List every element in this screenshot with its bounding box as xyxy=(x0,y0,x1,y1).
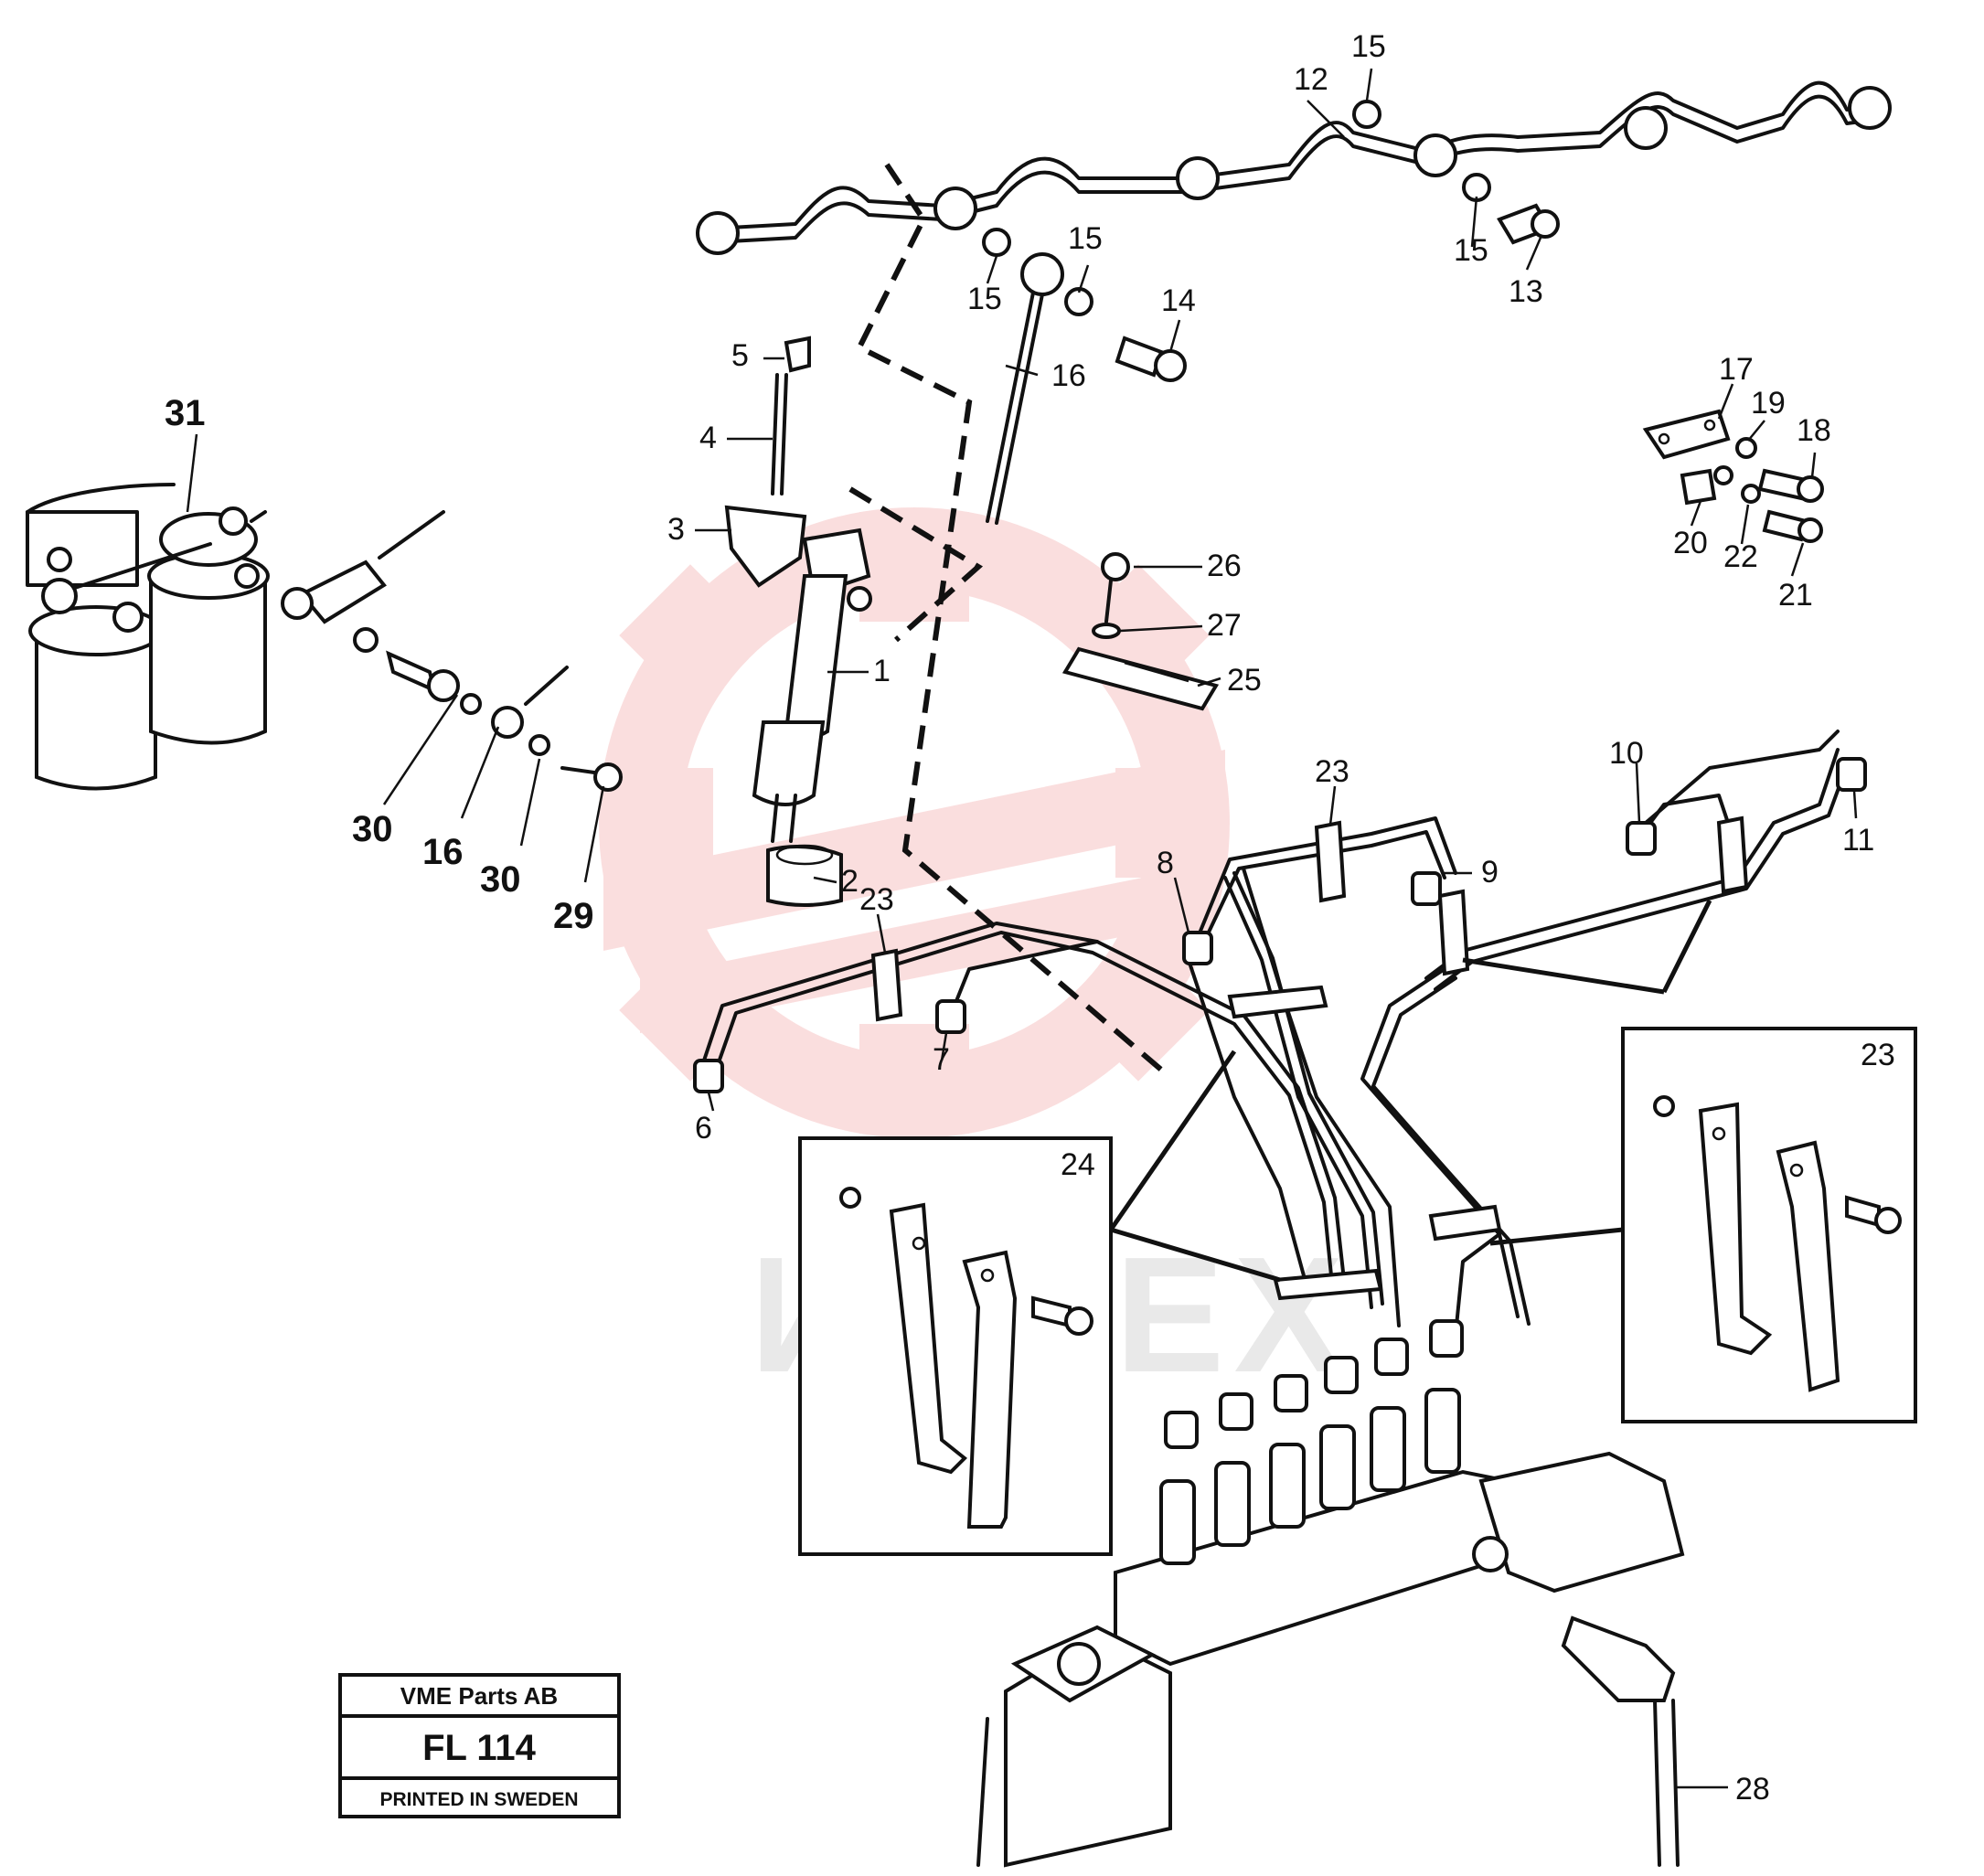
callout-17: 17 xyxy=(1719,352,1754,387)
title-block-code: FL 114 xyxy=(422,1728,537,1768)
callout-1: 1 xyxy=(873,654,891,688)
callout-29: 29 xyxy=(553,896,594,936)
callout-28: 28 xyxy=(1735,1772,1770,1807)
title-block: VME Parts AB FL 114 PRINTED IN SWEDEN xyxy=(338,1673,621,1818)
callout-30: 30 xyxy=(480,859,521,900)
callout-18: 18 xyxy=(1797,413,1831,448)
callout-3: 3 xyxy=(667,512,685,547)
callout-31: 31 xyxy=(165,393,206,433)
callout-20: 20 xyxy=(1673,526,1708,560)
injection-pipes xyxy=(693,730,1867,1449)
clamp-plate-25-27 xyxy=(1061,552,1220,711)
callout-10: 10 xyxy=(1609,736,1644,771)
injection-pump xyxy=(976,1388,1685,1868)
callout-23: 23 xyxy=(1861,1038,1895,1072)
callout-15: 15 xyxy=(1351,29,1386,64)
callout-16: 16 xyxy=(422,832,464,872)
detail-box-24 xyxy=(798,1136,1113,1556)
callout-25: 25 xyxy=(1227,663,1262,698)
detail-arrows xyxy=(1108,899,1712,1283)
callout-19: 19 xyxy=(1751,386,1786,421)
callout-13: 13 xyxy=(1509,274,1543,309)
watermark-logo xyxy=(599,507,1230,1138)
callout-27: 27 xyxy=(1207,608,1242,643)
title-block-company: VME Parts AB xyxy=(400,1682,558,1710)
callout-8: 8 xyxy=(1157,846,1174,880)
callout-2: 2 xyxy=(841,864,859,899)
callout-15: 15 xyxy=(1068,221,1103,256)
callout-11: 11 xyxy=(1842,823,1874,858)
return-pipe-12 xyxy=(696,80,1892,1072)
callout-9: 9 xyxy=(1481,855,1499,890)
callout-15: 15 xyxy=(1454,233,1488,268)
callout-16: 16 xyxy=(1051,358,1086,393)
fuel-filter-assembly xyxy=(26,483,623,792)
callout-23: 23 xyxy=(1315,754,1349,789)
title-block-printed: PRINTED IN SWEDEN xyxy=(379,1789,578,1810)
injector-assembly xyxy=(724,336,872,907)
callout-26: 26 xyxy=(1207,549,1242,583)
callout-7: 7 xyxy=(933,1042,950,1077)
callout-4: 4 xyxy=(699,421,717,455)
callout-12: 12 xyxy=(1294,62,1328,97)
callout-30: 30 xyxy=(352,809,393,849)
callout-21: 21 xyxy=(1778,578,1813,613)
leader-lines xyxy=(186,68,1858,1789)
callout-6: 6 xyxy=(695,1111,712,1146)
callout-23: 23 xyxy=(859,882,894,917)
callout-15: 15 xyxy=(967,282,1002,316)
callout-5: 5 xyxy=(731,338,749,373)
clamp-parts-17-22 xyxy=(1642,409,1824,543)
callout-22: 22 xyxy=(1723,539,1758,574)
callout-labels: 12 15 15 15 15 14 13 16 5 4 3 1 2 31 30 … xyxy=(165,29,1895,1807)
detail-box-23 xyxy=(1621,1027,1917,1423)
callout-24: 24 xyxy=(1061,1147,1095,1182)
callout-14: 14 xyxy=(1161,283,1196,318)
